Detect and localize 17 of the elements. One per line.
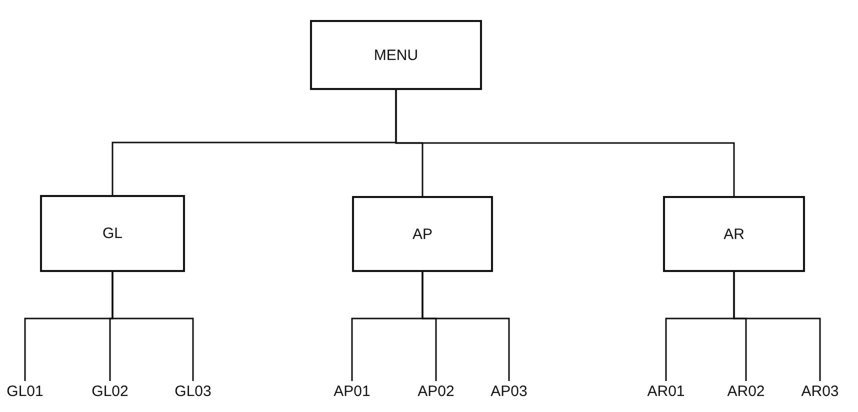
module-label: AP01 — [334, 383, 370, 401]
module-label: AP02 — [418, 383, 454, 401]
connector-line — [422, 272, 510, 381]
module-label: GL03 — [174, 383, 212, 401]
connector-line — [395, 90, 735, 196]
menu-box: GL — [40, 195, 185, 272]
module-label: AR02 — [727, 383, 765, 401]
module-label: AP03 — [490, 383, 528, 401]
module-label: AR01 — [647, 383, 685, 401]
menu-box: AP — [352, 196, 493, 272]
module-label: GL02 — [92, 383, 128, 401]
connector-line — [733, 272, 821, 381]
module-label: GL01 — [6, 383, 44, 401]
menu-box: MENU — [310, 20, 482, 90]
connector-line — [112, 272, 194, 381]
menu-box: AR — [663, 196, 805, 272]
module-label: AR03 — [801, 383, 839, 401]
